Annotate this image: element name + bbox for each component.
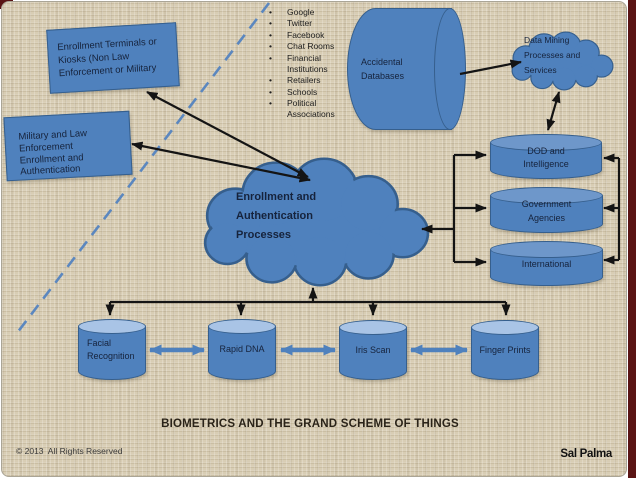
cylinder-body	[208, 326, 276, 380]
arrow-datamining-to-dod	[546, 91, 561, 131]
cylinder-top	[490, 187, 603, 204]
enrollment-terminals-label: Enrollment Terminals or Kiosks (Non Law …	[56, 36, 158, 80]
cylinder-top	[490, 134, 602, 151]
author-name: Sal Palma	[560, 448, 612, 460]
facial-recognition-label: Facial Recognition	[87, 337, 135, 362]
data-mining-label: Data Mining Processes and Services	[524, 35, 581, 76]
cylinder-top	[78, 319, 146, 334]
cylinder-top	[471, 320, 539, 335]
cylinder-top	[339, 320, 407, 335]
list-item: Facebook	[264, 30, 348, 42]
list-item: Chat Rooms	[264, 41, 348, 53]
cylinder-body	[78, 326, 146, 380]
cylinder-top	[490, 241, 603, 258]
dod-intelligence-label: DOD and Intelligence	[523, 145, 569, 170]
list-item: Political Associations	[264, 98, 348, 121]
dod-intelligence-cylinder: DOD and Intelligence	[490, 134, 602, 179]
cylinder-body	[339, 327, 407, 380]
cloud-shape	[511, 31, 614, 91]
list-item: Retailers	[264, 75, 348, 87]
military-law-box: Military and Law Enforcement Enrollment …	[3, 110, 133, 182]
facial-recognition-cylinder: Facial Recognition	[78, 319, 146, 380]
iris-scan-label: Iris Scan	[355, 344, 391, 355]
slide-canvas: Enrollment Terminals or Kiosks (Non Law …	[1, 1, 627, 477]
slide-title: BIOMETRICS AND THE GRAND SCHEME OF THING…	[161, 418, 459, 430]
enrollment-terminals-box: Enrollment Terminals or Kiosks (Non Law …	[46, 22, 180, 94]
cylinder-body	[471, 327, 539, 380]
list-item: Schools	[264, 87, 348, 99]
cylinder-top	[208, 319, 276, 334]
copyright-text: © 2013 All Rights Reserved	[16, 446, 123, 456]
data-sources-list: Google Twitter Facebook Chat Rooms Finan…	[264, 7, 348, 121]
list-item: Twitter	[264, 18, 348, 30]
international-cylinder: International	[490, 241, 603, 286]
rapid-dna-label: Rapid DNA	[219, 344, 265, 355]
military-law-label: Military and Law Enforcement Enrollment …	[18, 127, 88, 178]
page-background-strip	[628, 0, 636, 478]
rapid-dna-cylinder: Rapid DNA	[208, 319, 276, 380]
enrollment-processes-label: Enrollment and Authentication Processes	[236, 191, 317, 241]
finger-prints-label: Finger Prints	[479, 344, 531, 355]
accidental-databases-label: Accidental Databases	[361, 56, 405, 81]
international-label: International	[521, 259, 572, 270]
finger-prints-cylinder: Finger Prints	[471, 320, 539, 380]
data-mining-cloud: Data Mining Processes and Services	[503, 29, 617, 93]
list-item: Google	[264, 7, 348, 19]
government-agencies-cylinder: Government Agencies	[490, 187, 603, 233]
government-agencies-label: Government Agencies	[521, 199, 572, 223]
enrollment-processes-cloud: Enrollment and Authentication Processes	[185, 152, 437, 292]
list-item: Financial Institutions	[264, 53, 348, 76]
iris-scan-cylinder: Iris Scan	[339, 320, 407, 380]
